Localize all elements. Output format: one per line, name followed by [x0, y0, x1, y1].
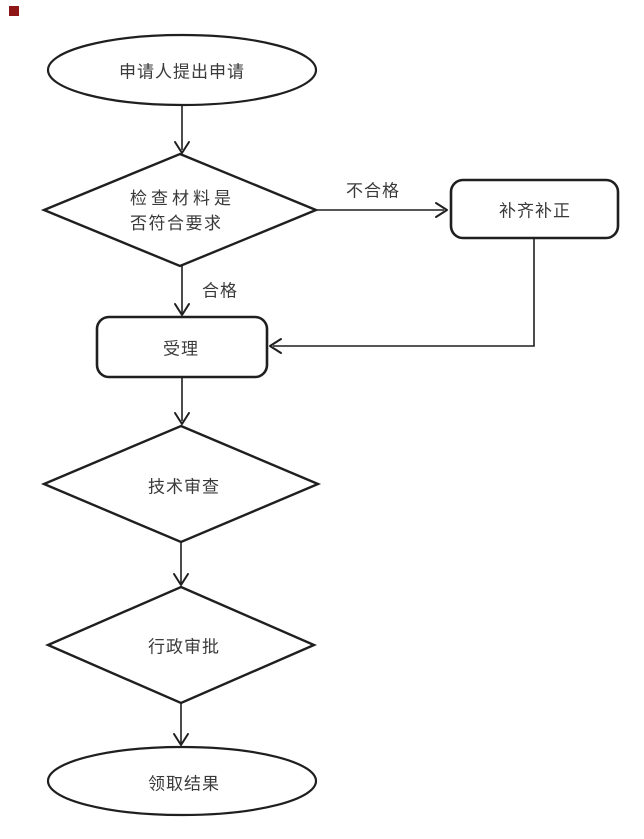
arrowhead-accept-tech	[174, 412, 190, 425]
admin-label: 行政审批	[148, 637, 220, 657]
tech-label: 技术审查	[148, 477, 220, 497]
arrow-supplement-accept	[273, 239, 535, 347]
arrowhead-check-supplement	[435, 202, 448, 218]
end-ellipse	[46, 745, 318, 817]
end-label: 领取结果	[148, 774, 220, 794]
pass-edge-label: 合格	[202, 281, 238, 301]
arrowhead-admin-end	[173, 733, 189, 746]
arrowhead-supplement-accept	[269, 338, 282, 354]
arrowhead-tech-admin	[173, 573, 189, 586]
check-diamond	[40, 152, 320, 268]
supplement-rect	[449, 178, 620, 240]
arrowhead-check-accept	[174, 303, 190, 316]
arrowhead-start-check	[174, 141, 190, 154]
supplement-label: 补齐补正	[499, 201, 571, 221]
accept-label: 受理	[163, 339, 199, 359]
check-label: 检查材料是 否符合要求	[130, 186, 235, 236]
start-label: 申请人提出申请	[119, 62, 245, 82]
check-label-line-1: 检查材料是	[130, 189, 235, 208]
fail-edge-label: 不合格	[346, 181, 400, 201]
check-label-line-2: 否符合要求	[130, 214, 223, 233]
corner-marker	[9, 6, 19, 16]
